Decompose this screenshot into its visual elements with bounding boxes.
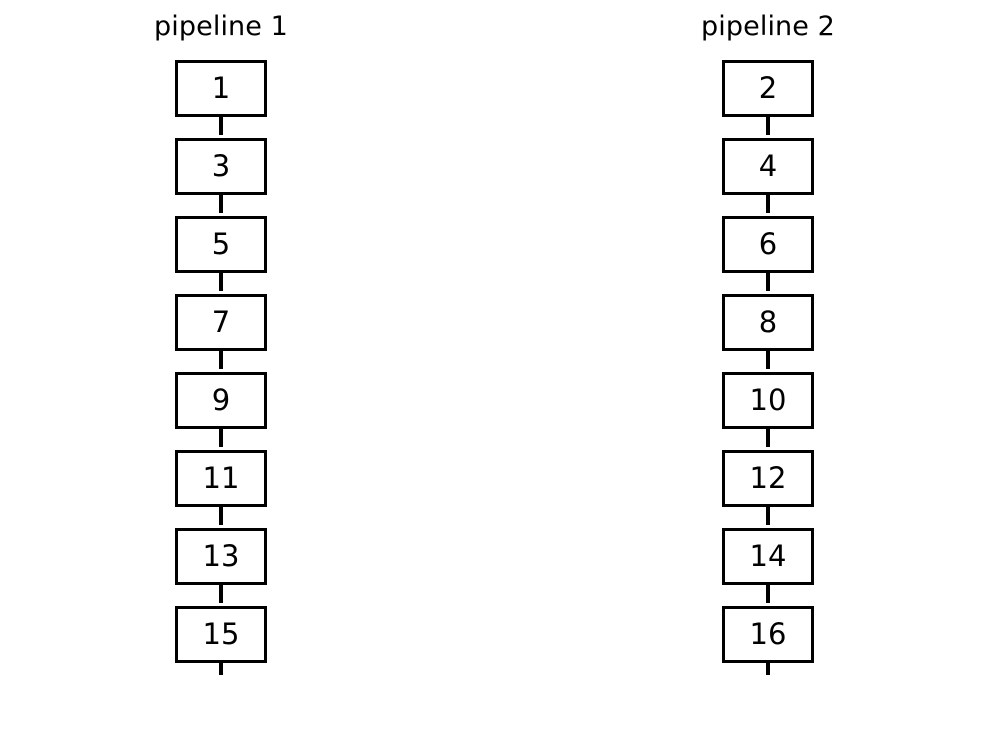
pipeline-2-stage-5[interactable]: 10	[722, 372, 814, 447]
pipeline-2-stage-7[interactable]: 14	[722, 528, 814, 603]
pipeline-1-stage-2[interactable]: 3	[175, 138, 267, 213]
stage-label: 5	[211, 227, 231, 261]
stage-label: 11	[202, 461, 240, 495]
stage-label: 9	[211, 383, 231, 417]
stage-label: 8	[758, 305, 778, 339]
pipeline-2-stage-1[interactable]: 2	[722, 60, 814, 135]
stage-label: 15	[202, 617, 240, 651]
pipeline-1-stage-1[interactable]: 1	[175, 60, 267, 135]
pipeline-2-stage-2[interactable]: 4	[722, 138, 814, 213]
pipeline-2-stage-column: 2 4 6 8 10 12 14 16	[722, 60, 814, 675]
pipeline-1-stage-3[interactable]: 5	[175, 216, 267, 291]
pipeline-1-stage-7[interactable]: 13	[175, 528, 267, 603]
pipeline-1-stage-4[interactable]: 7	[175, 294, 267, 369]
stage-label: 12	[749, 461, 787, 495]
stage-label: 3	[211, 149, 231, 183]
stage-label: 13	[202, 539, 240, 573]
pipeline-1-stage-column: 1 3 5 7 9 11 13 15	[175, 60, 267, 675]
stage-label: 10	[749, 383, 787, 417]
pipeline-2-stage-6[interactable]: 12	[722, 450, 814, 525]
stage-label: 16	[749, 617, 787, 651]
stage-label: 1	[211, 71, 231, 105]
pipeline-1-title: pipeline 1	[154, 11, 288, 42]
stage-label: 6	[758, 227, 778, 261]
stage-label: 4	[758, 149, 778, 183]
pipeline-1-stage-5[interactable]: 9	[175, 372, 267, 447]
pipeline-2-stage-8[interactable]: 16	[722, 606, 814, 675]
pipeline-2-stage-4[interactable]: 8	[722, 294, 814, 369]
stage-label: 2	[758, 71, 778, 105]
pipeline-2-stage-3[interactable]: 6	[722, 216, 814, 291]
pipeline-1-stage-6[interactable]: 11	[175, 450, 267, 525]
stage-label: 14	[749, 539, 787, 573]
pipeline-1-stage-8[interactable]: 15	[175, 606, 267, 675]
stage-label: 7	[211, 305, 231, 339]
pipeline-2-title: pipeline 2	[701, 11, 835, 42]
